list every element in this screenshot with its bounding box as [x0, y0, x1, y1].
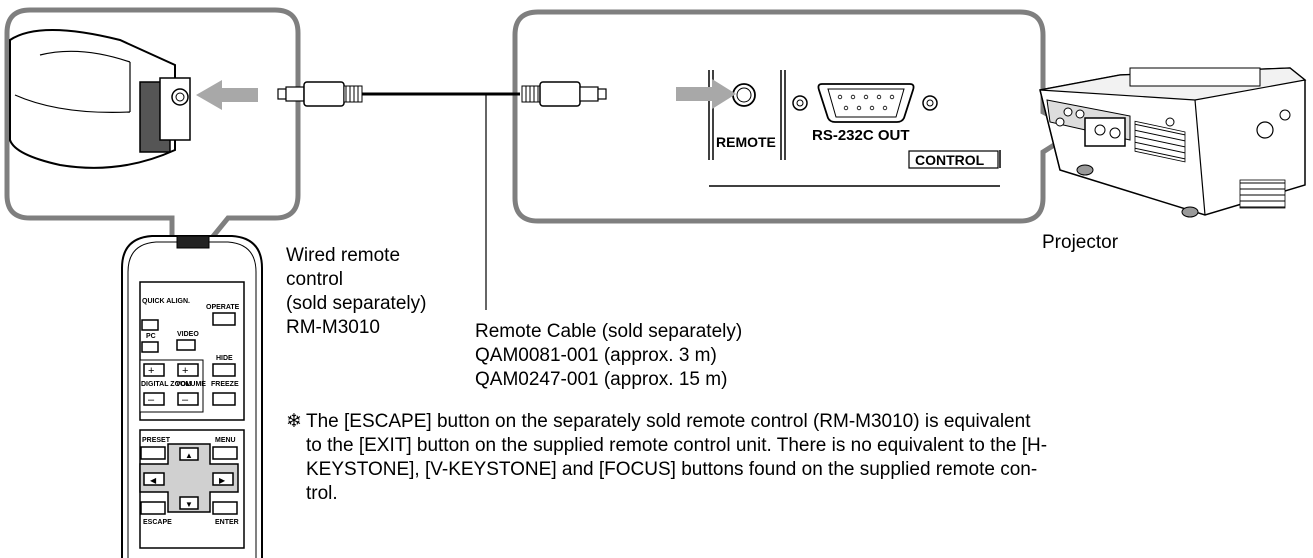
remote-btn-freeze: FREEZE: [211, 381, 239, 388]
remote-btn-preset: PRESET: [142, 437, 171, 444]
projector-label: Projector: [1042, 232, 1119, 253]
remote-btn-pc: PC: [146, 333, 156, 340]
note-symbol: ❄: [286, 411, 302, 432]
wired-remote-line: control: [286, 269, 344, 290]
remote-cable: [277, 81, 607, 310]
projector-callout-bubble: [512, 9, 1084, 224]
svg-text:–: –: [182, 394, 189, 406]
rs232c-connector: [792, 83, 938, 123]
remote-cable-line: Remote Cable (sold separately): [475, 321, 743, 342]
remote-btn-hide: HIDE: [216, 355, 233, 362]
footnote-line: The [ESCAPE] button on the separately so…: [306, 411, 1031, 432]
connector-panel: [708, 70, 1001, 187]
svg-text:+: +: [148, 365, 154, 377]
wired-remote-line: RM-M3010: [286, 317, 380, 338]
remote-btn-enter: ENTER: [215, 519, 239, 526]
rs232c-port-label: RS-232C OUT: [812, 127, 910, 144]
wired-remote-line: (sold separately): [286, 293, 427, 314]
remote-btn-operate: OPERATE: [206, 304, 240, 311]
control-label-box: [908, 150, 999, 169]
svg-text:▼: ▼: [185, 500, 193, 509]
remote-btn-menu: MENU: [215, 437, 236, 444]
remote-closeup: [9, 29, 191, 169]
footnote: The [ESCAPE] button on the separately so…: [306, 410, 1306, 506]
footnote-line: to the [EXIT] button on the supplied rem…: [306, 435, 1048, 456]
remote-cable-line: QAM0247-001 (approx. 15 m): [475, 369, 728, 390]
control-label: CONTROL: [915, 152, 985, 168]
remote-btn-volume: VOLUME: [176, 381, 206, 388]
svg-text:▶: ▶: [219, 476, 226, 485]
wired-remote-control: + + – – ▲ ◀ ▶ ▼: [121, 235, 263, 558]
insert-arrow-right: [676, 79, 736, 109]
footnote-line: KEYSTONE], [V-KEYSTONE] and [FOCUS] butt…: [306, 459, 1038, 480]
wired-remote-line: Wired remote: [286, 245, 401, 266]
svg-text:◀: ◀: [150, 476, 157, 485]
svg-text:+: +: [182, 365, 188, 377]
remote-port-label: REMOTE: [716, 134, 776, 150]
remote-btn-video: VIDEO: [177, 331, 199, 338]
wired-remote-label: Wired remote control (sold separately) R…: [286, 244, 426, 340]
remote-cable-line: QAM0081-001 (approx. 3 m): [475, 345, 717, 366]
projector-illustration: [1039, 67, 1307, 218]
footnote-line: trol.: [306, 483, 338, 504]
remote-btn-quick-align: QUICK ALIGN.: [142, 298, 190, 305]
insert-arrow-left: [196, 80, 258, 110]
svg-text:–: –: [148, 394, 155, 406]
remote-jack-inner: [736, 87, 752, 103]
remote-btn-digital-zoom: DIGITAL ZOOM: [141, 381, 191, 388]
svg-text:▲: ▲: [185, 451, 193, 460]
remote-cable-label: Remote Cable (sold separately) QAM0081-0…: [475, 320, 742, 392]
remote-btn-escape: ESCAPE: [143, 519, 172, 526]
